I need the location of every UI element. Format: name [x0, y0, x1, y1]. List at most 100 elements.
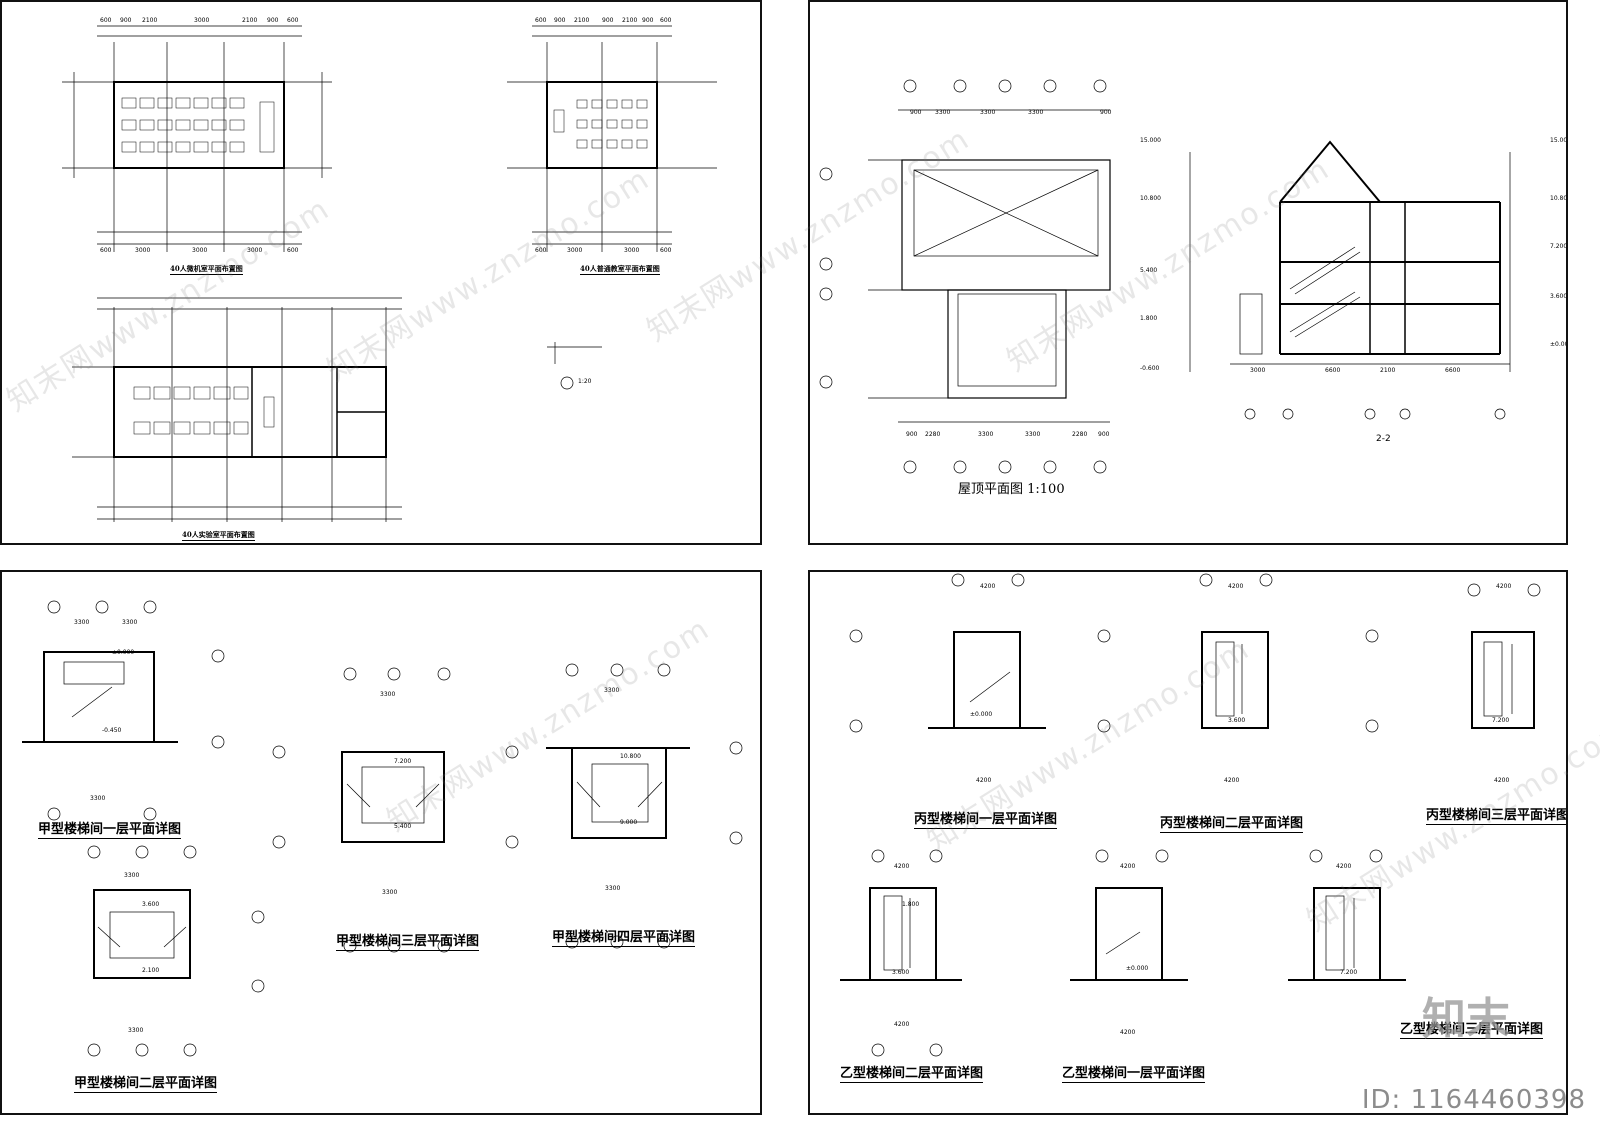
svg-text:3300: 3300: [978, 431, 993, 438]
svg-text:3000: 3000: [192, 247, 207, 254]
svg-text:4200: 4200: [1228, 583, 1243, 590]
svg-text:2100: 2100: [242, 17, 257, 24]
svg-text:3.600: 3.600: [1228, 717, 1245, 724]
svg-text:900: 900: [1100, 109, 1112, 116]
svg-text:2100: 2100: [622, 17, 637, 24]
svg-text:6600: 6600: [1445, 367, 1460, 374]
svg-text:15.000: 15.000: [1550, 137, 1568, 144]
svg-text:600: 600: [100, 247, 112, 254]
svg-text:3300: 3300: [380, 691, 395, 698]
stair-bing-second-title: 丙型楼梯间二层平面详图: [1160, 816, 1304, 833]
svg-text:3000: 3000: [624, 247, 639, 254]
svg-text:600: 600: [660, 247, 672, 254]
stair-jia-first-title: 甲型楼梯间一层平面详图: [38, 822, 182, 839]
svg-text:3000: 3000: [135, 247, 150, 254]
stair-jia-fourth-title: 甲型楼梯间四层平面详图: [552, 930, 696, 947]
stair-bing-third-title: 丙型楼梯间三层平面详图: [1426, 808, 1568, 825]
plan-a-title: 40人微机室平面布置图: [170, 264, 243, 275]
svg-text:3300: 3300: [1028, 109, 1043, 116]
svg-text:2100: 2100: [574, 17, 589, 24]
svg-text:1.800: 1.800: [902, 901, 919, 908]
svg-text:4200: 4200: [894, 863, 909, 870]
svg-text:3300: 3300: [604, 687, 619, 694]
svg-text:900: 900: [642, 17, 654, 24]
stair-yi-second-title: 乙型楼梯间二层平面详图: [840, 1066, 984, 1083]
svg-text:7.200: 7.200: [1340, 969, 1357, 976]
stair-jia-second-title: 甲型楼梯间二层平面详图: [74, 1076, 218, 1093]
svg-text:2100: 2100: [142, 17, 157, 24]
svg-text:600: 600: [660, 17, 672, 24]
svg-text:600: 600: [535, 17, 547, 24]
svg-text:±0.000: ±0.000: [1550, 341, 1568, 348]
svg-text:15.000: 15.000: [1140, 137, 1161, 144]
svg-text:3.600: 3.600: [142, 901, 159, 908]
svg-text:3000: 3000: [194, 17, 209, 24]
stair-bing-yi-drawing: 4200 4200 4200 4200 4200 4200 4200 4200 …: [840, 573, 1541, 1057]
svg-text:5.400: 5.400: [1140, 267, 1157, 274]
svg-text:6600: 6600: [1325, 367, 1340, 374]
svg-text:3300: 3300: [90, 795, 105, 802]
svg-text:2.100: 2.100: [142, 967, 159, 974]
svg-text:4200: 4200: [1120, 1029, 1135, 1036]
svg-text:3000: 3000: [567, 247, 582, 254]
svg-text:1.800: 1.800: [1140, 315, 1157, 322]
svg-text:900: 900: [1098, 431, 1110, 438]
sheet-classroom-plans: 900 2100 3000 2100 900 600 600 600 3000 …: [0, 0, 762, 545]
svg-text:9.000: 9.000: [620, 819, 637, 826]
sheet-roof-section: 900 3300 3300 3300 900 900 2280 3300 330…: [808, 0, 1568, 545]
svg-text:600: 600: [287, 17, 299, 24]
stair-jia-drawing: 3300 3300 3300 3300 3300 3300 3300 3300 …: [22, 600, 743, 1057]
svg-text:3300: 3300: [1025, 431, 1040, 438]
svg-text:10.800: 10.800: [1550, 195, 1568, 202]
svg-text:3300: 3300: [605, 885, 620, 892]
svg-text:3300: 3300: [935, 109, 950, 116]
svg-text:2280: 2280: [925, 431, 940, 438]
roof-section-drawing: 900 3300 3300 3300 900 900 2280 3300 330…: [819, 79, 1568, 474]
svg-text:4200: 4200: [1494, 777, 1509, 784]
svg-text:10.800: 10.800: [620, 753, 641, 760]
svg-text:600: 600: [535, 247, 547, 254]
svg-text:900: 900: [267, 17, 279, 24]
watermark-logo: 知末: [1422, 994, 1510, 1045]
sheet-stair-bing-yi: 4200 4200 4200 4200 4200 4200 4200 4200 …: [808, 570, 1568, 1115]
svg-text:-0.600: -0.600: [1140, 365, 1160, 372]
svg-text:4200: 4200: [894, 1021, 909, 1028]
classroom-plans-drawing: 900 2100 3000 2100 900 600 600 600 3000 …: [62, 17, 717, 522]
sheet-stair-jia: 3300 3300 3300 3300 3300 3300 3300 3300 …: [0, 570, 762, 1115]
svg-text:2100: 2100: [1380, 367, 1395, 374]
watermark-id: ID: 1164460398: [1361, 1085, 1586, 1115]
svg-text:3300: 3300: [124, 872, 139, 879]
stair-bing-first-title: 丙型楼梯间一层平面详图: [914, 812, 1058, 829]
svg-text:900: 900: [906, 431, 918, 438]
svg-text:±0.000: ±0.000: [112, 649, 134, 656]
svg-text:7.200: 7.200: [394, 758, 411, 765]
svg-text:-0.450: -0.450: [102, 727, 122, 734]
svg-text:7.200: 7.200: [1492, 717, 1509, 724]
plan-c-title: 40人实验室平面布置图: [182, 530, 255, 541]
svg-text:±0.000: ±0.000: [1126, 965, 1148, 972]
svg-text:3.600: 3.600: [892, 969, 909, 976]
svg-text:3000: 3000: [247, 247, 262, 254]
svg-text:600: 600: [287, 247, 299, 254]
svg-text:7.200: 7.200: [1550, 243, 1567, 250]
plan-b-title: 40人普通教室平面布置图: [580, 264, 660, 275]
svg-text:3300: 3300: [74, 619, 89, 626]
svg-text:600: 600: [100, 17, 112, 24]
svg-text:±0.000: ±0.000: [970, 711, 992, 718]
svg-text:4200: 4200: [1120, 863, 1135, 870]
svg-text:3000: 3000: [1250, 367, 1265, 374]
detail-scale: 1:20: [578, 378, 592, 385]
stair-yi-first-title: 乙型楼梯间一层平面详图: [1062, 1066, 1206, 1083]
svg-text:3300: 3300: [382, 889, 397, 896]
svg-text:4200: 4200: [1336, 863, 1351, 870]
svg-text:4200: 4200: [1224, 777, 1239, 784]
svg-text:900: 900: [602, 17, 614, 24]
roof-plan-title: 屋顶平面图 1:100: [958, 482, 1065, 497]
svg-text:3300: 3300: [128, 1027, 143, 1034]
svg-text:5.400: 5.400: [394, 823, 411, 830]
dim-top-a: 900: [120, 17, 132, 24]
svg-text:4200: 4200: [976, 777, 991, 784]
svg-text:3300: 3300: [980, 109, 995, 116]
section-title: 2-2: [1376, 434, 1391, 444]
svg-text:4200: 4200: [980, 583, 995, 590]
